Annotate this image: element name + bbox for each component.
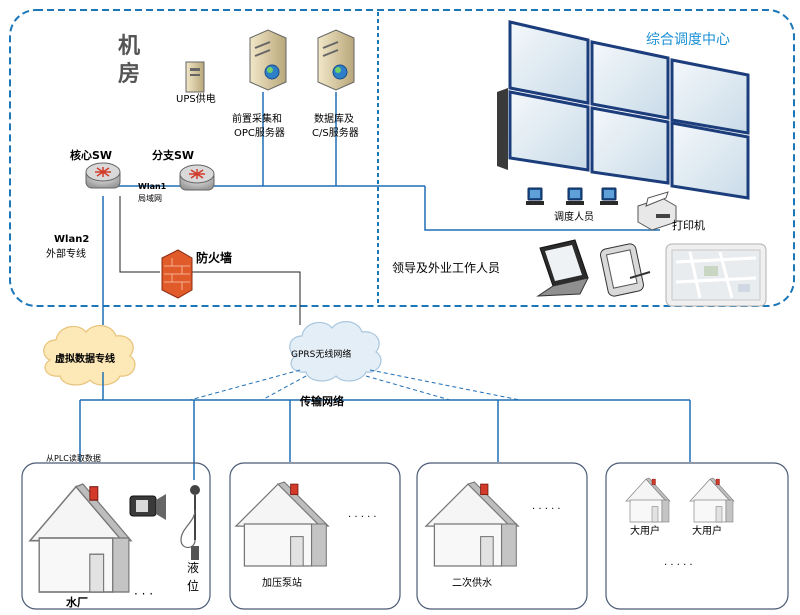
machine-room-label-2: 房 xyxy=(118,62,141,87)
house-secondary xyxy=(425,481,520,567)
db-server-label-2: C/S服务器 xyxy=(312,128,359,139)
dispatcher-pcs xyxy=(525,187,619,206)
secondary-label: 二次供水 xyxy=(452,578,492,589)
big-user-dots: · · · · · xyxy=(664,560,693,571)
house-user-1 xyxy=(625,477,671,523)
gprs-cloud xyxy=(289,321,382,382)
plc-label: 从PLC读取数据 xyxy=(46,454,101,463)
video-wall xyxy=(497,20,750,200)
machine-room-boundary xyxy=(9,9,795,307)
wlan2-label-1: Wlan2 xyxy=(54,234,90,245)
printer-label: 打印机 xyxy=(672,219,705,232)
printer-icon xyxy=(637,191,677,231)
booster-dots: · · · · · xyxy=(348,512,377,523)
ups-icon xyxy=(185,61,205,93)
branch-switch-label: 分支SW xyxy=(152,149,195,162)
vpn-label: 虚拟数据专线 xyxy=(55,354,115,365)
wlan2-label-2: 外部专线 xyxy=(46,249,86,260)
wireless-links xyxy=(189,369,521,401)
dispatchers-label: 调度人员 xyxy=(554,212,594,223)
firewall-icon xyxy=(161,249,193,299)
site-boxes xyxy=(21,462,789,610)
firewall-lines xyxy=(119,196,301,325)
house-booster xyxy=(235,481,330,567)
firewall-label: 防火墙 xyxy=(196,251,233,265)
waterworks-label: 水厂 xyxy=(66,596,88,609)
core-switch-label: 核心SW xyxy=(70,149,113,162)
machine-room-label-1: 机 xyxy=(118,34,141,59)
tablet-icon xyxy=(600,243,651,297)
booster-label: 加压泵站 xyxy=(262,578,302,589)
map-tablet-icon xyxy=(665,243,767,307)
vpn-cloud xyxy=(43,325,136,386)
house-waterworks xyxy=(29,483,133,593)
ups-label: UPS供电 xyxy=(176,94,216,105)
transport-lines xyxy=(79,372,691,480)
big-user-2-label: 大用户 xyxy=(692,526,722,537)
camera-icon xyxy=(129,494,166,520)
db-server-label-1: 数据库及 xyxy=(314,114,354,125)
branch-switch-icon xyxy=(179,164,215,191)
waterworks-dots: · · · xyxy=(134,587,154,601)
house-user-2 xyxy=(689,477,735,523)
control-center-title: 综合调度中心 xyxy=(646,32,730,48)
laptop-icon xyxy=(536,239,589,297)
level-label-2: 位 xyxy=(187,579,200,593)
lan-lines xyxy=(102,92,660,325)
wlan1-label-2: 局域网 xyxy=(138,194,162,203)
big-user-1-label: 大用户 xyxy=(630,526,660,537)
front-server-icon xyxy=(249,29,287,91)
gprs-label: GPRS无线网络 xyxy=(291,350,352,360)
transport-label: 传输网络 xyxy=(300,395,344,408)
front-server-label-1: 前置采集和 xyxy=(232,114,282,125)
db-server-icon xyxy=(317,29,355,91)
front-server-label-2: OPC服务器 xyxy=(234,128,285,139)
secondary-dots: · · · · · xyxy=(532,504,561,515)
level-label-1: 液 xyxy=(187,561,200,575)
wlan1-label-1: Wlan1 xyxy=(138,182,167,191)
leaders-label: 领导及外业工作人员 xyxy=(392,261,501,275)
core-switch-icon xyxy=(85,162,121,189)
level-sensor-icon xyxy=(180,485,200,560)
